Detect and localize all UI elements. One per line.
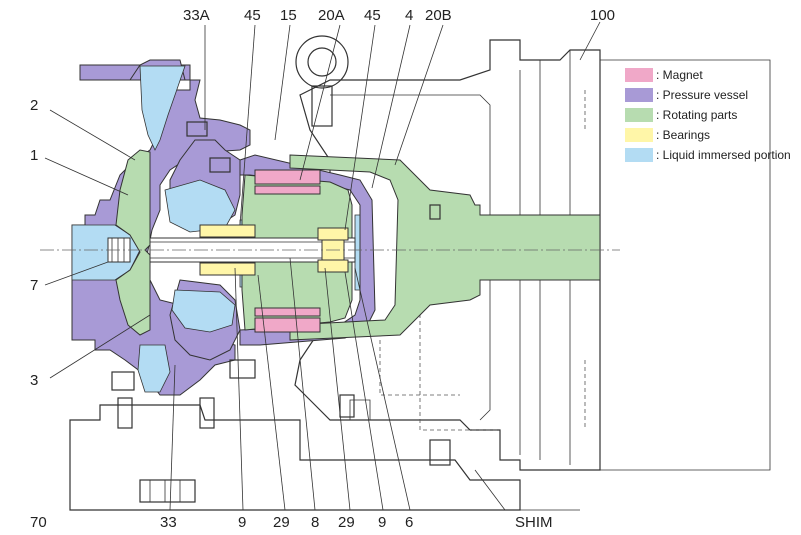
callout-shim: SHIM bbox=[515, 514, 553, 531]
legend-label-rotating-parts: : Rotating parts bbox=[656, 108, 737, 122]
bolts bbox=[111, 121, 441, 429]
callout-15: 15 bbox=[280, 7, 297, 24]
callout-100: 100 bbox=[590, 7, 615, 24]
leader-lines bbox=[44, 21, 601, 511]
callout-29-right: 29 bbox=[338, 514, 355, 531]
bearings bbox=[199, 224, 349, 276]
callout-4: 4 bbox=[405, 7, 413, 24]
callout-33: 33 bbox=[160, 514, 177, 531]
callout-29-left: 29 bbox=[273, 514, 290, 531]
callout-9-left: 9 bbox=[238, 514, 246, 531]
base-plate bbox=[69, 404, 521, 511]
legend-item-pressure-vessel: : Pressure vessel bbox=[625, 88, 748, 102]
legend-item-bearings: : Bearings bbox=[625, 128, 710, 142]
legend-swatch-liquid-immersed bbox=[625, 148, 653, 162]
legend: : Magnet : Pressure vessel : Rotating pa… bbox=[625, 68, 791, 162]
callout-33A: 33A bbox=[183, 7, 210, 24]
legend-item-rotating-parts: : Rotating parts bbox=[625, 108, 737, 122]
lifting-eye-bolt bbox=[295, 35, 349, 127]
callout-6: 6 bbox=[405, 514, 413, 531]
magnets bbox=[254, 169, 321, 333]
callout-labels: 33A 45 15 20A 45 4 20B 100 2 1 7 3 70 33… bbox=[30, 7, 615, 531]
callout-45-top-left: 45 bbox=[244, 7, 261, 24]
legend-swatch-rotating-parts bbox=[625, 108, 653, 122]
callout-20A: 20A bbox=[318, 7, 345, 24]
callout-1: 1 bbox=[30, 147, 38, 164]
legend-label-bearings: : Bearings bbox=[656, 128, 710, 142]
callout-20B: 20B bbox=[425, 7, 452, 24]
callout-70: 70 bbox=[30, 514, 47, 531]
legend-item-liquid-immersed: : Liquid immersed portion bbox=[625, 148, 791, 162]
legend-swatch-pressure-vessel bbox=[625, 88, 653, 102]
legend-label-liquid-immersed: : Liquid immersed portion bbox=[656, 148, 791, 162]
legend-label-pressure-vessel: : Pressure vessel bbox=[656, 88, 748, 102]
callout-7: 7 bbox=[30, 277, 38, 294]
callout-45-top-right: 45 bbox=[364, 7, 381, 24]
callout-8: 8 bbox=[311, 514, 319, 531]
callout-3: 3 bbox=[30, 372, 38, 389]
legend-label-magnet: : Magnet bbox=[656, 68, 703, 82]
legend-item-magnet: : Magnet bbox=[625, 68, 703, 82]
callout-2: 2 bbox=[30, 97, 38, 114]
legend-swatch-bearings bbox=[625, 128, 653, 142]
callout-9-right: 9 bbox=[378, 514, 386, 531]
legend-swatch-magnet bbox=[625, 68, 653, 82]
